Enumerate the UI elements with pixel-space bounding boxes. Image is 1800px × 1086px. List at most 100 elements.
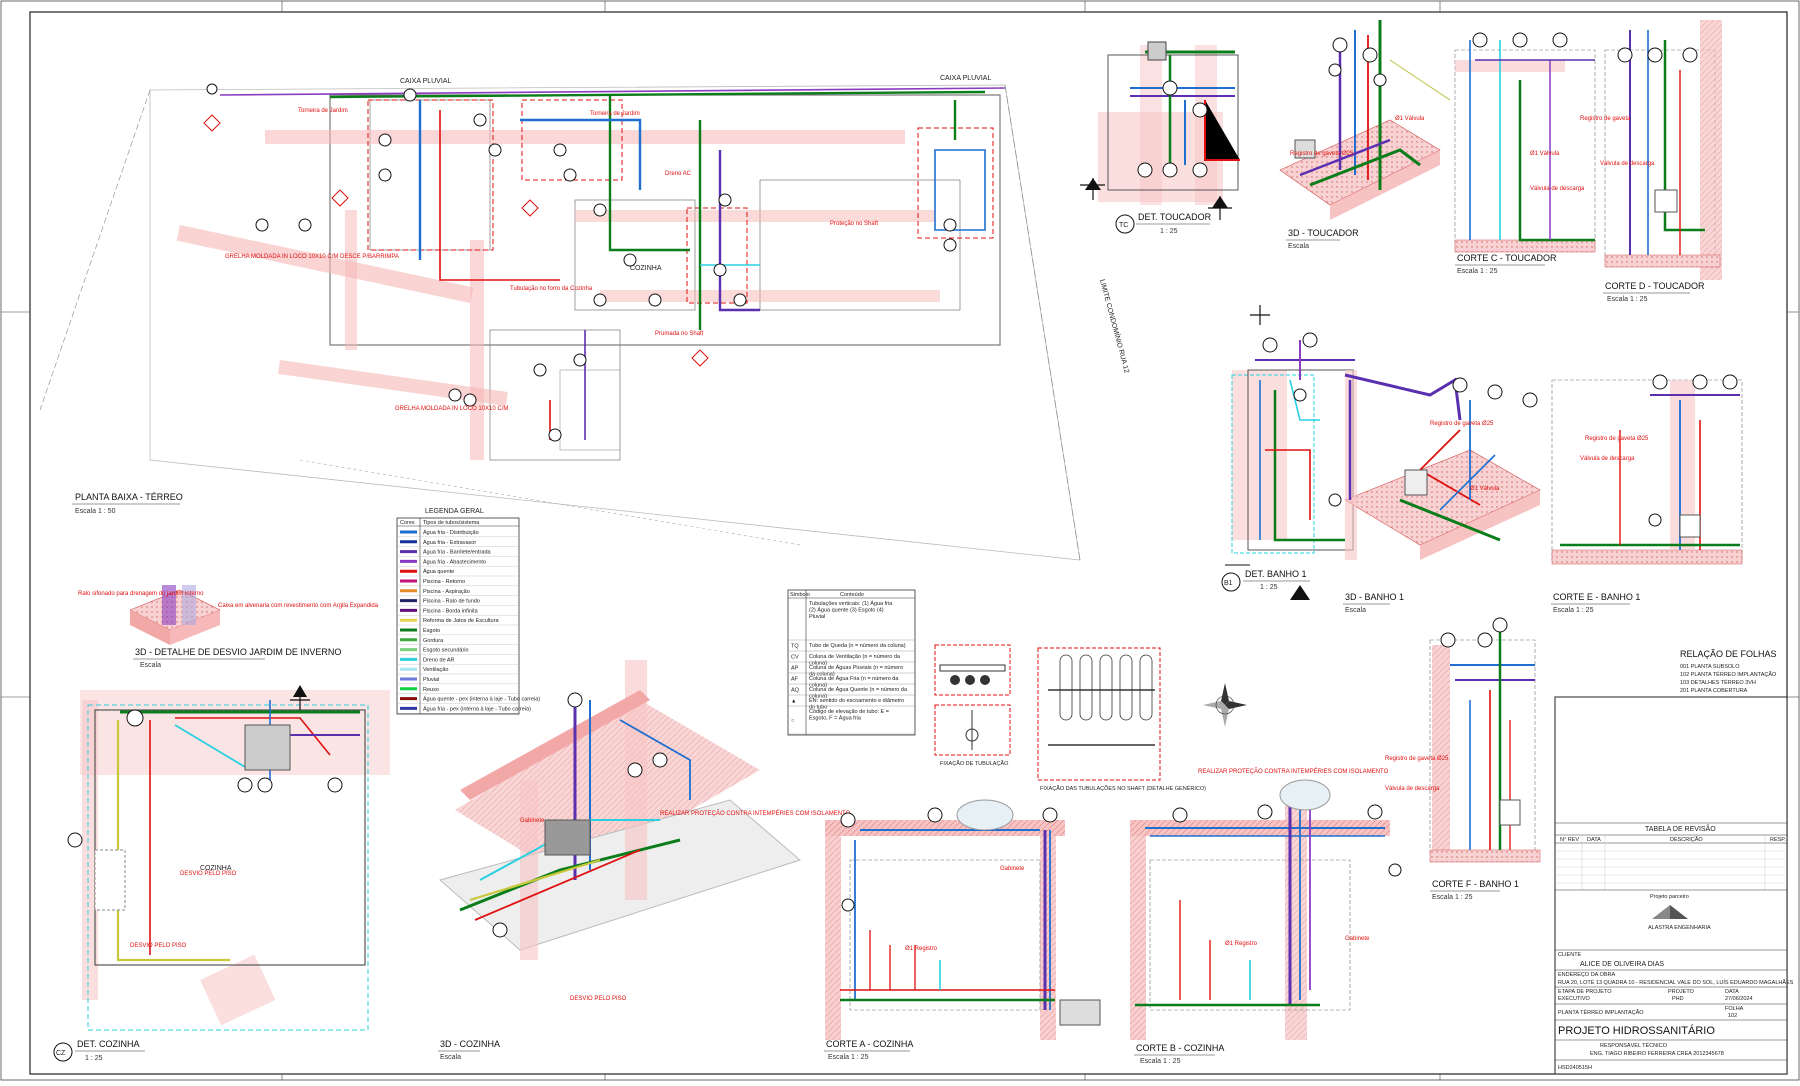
symbol-code: TQ	[791, 644, 799, 650]
legend-row-label: Ventilação	[423, 667, 448, 673]
det-toucador-tag: TC	[1119, 222, 1128, 229]
sheet-name: PLANTA TÉRREO IMPLANTAÇÃO	[1558, 1009, 1644, 1016]
svg-text:Registro de gaveta Ø25: Registro de gaveta Ø25	[1585, 436, 1649, 442]
floor-plan: Torneira de Jardim Torneira de Jardim Dr…	[39, 75, 1132, 561]
iso-toucador-scale: Escala	[1288, 243, 1309, 250]
iso-cozinha-scale: Escala	[440, 1054, 461, 1061]
det-cozinha-title: DET. COZINHA	[77, 1039, 140, 1049]
author-label: RESPONSÁVEL TÉCNICO	[1600, 1042, 1668, 1049]
legend-title: LEGENDA GERAL	[425, 508, 484, 515]
det-toucador-scale: 1 : 25	[1160, 228, 1178, 235]
legend-row-label: Dreno de AR	[423, 657, 455, 663]
symbol-description: Esgoto, F = Água fria	[809, 715, 862, 722]
note-shaft: FIXAÇÃO DAS TUBULAÇÕES NO SHAFT (DETALHE…	[1040, 785, 1206, 792]
iso-toucador: Registro de gaveta Ø25 Ø1 Válvula 3D - T…	[1279, 20, 1451, 250]
symbol-code: ▲	[791, 699, 796, 705]
symbol-description: da coluna)	[809, 672, 835, 678]
svg-text:DESVIO PELO PISO: DESVIO PELO PISO	[130, 943, 187, 949]
plan-label-grelha2: GRELHA MOLDADA IN LOCO 10X10 C/M	[395, 406, 508, 412]
plan-label-caixa1: CAIXA PLUVIAL	[400, 78, 451, 85]
legend-row-label: Água fria - Barrilete/entrada	[423, 549, 492, 556]
sheet-list-item-3: 201 PLANTA COBERTURA	[1680, 688, 1748, 694]
svg-text:Válvula de descarga: Válvula de descarga	[1385, 786, 1440, 792]
plan-label-prumada: Prumada no Shaft	[655, 331, 704, 337]
plan-label-limite: LIMITE CONDOMÍNIO RUA 12	[1098, 278, 1132, 374]
corte-c-title: CORTE C - TOUCADOR	[1457, 253, 1557, 263]
symbol-header-text: Conteúdo	[840, 592, 864, 598]
legend-row-label: Água fria - Extravasor	[423, 539, 476, 546]
fixation-details: FIXAÇÃO DE TUBULAÇÃO FIXAÇÃO DAS TUBULAÇ…	[934, 644, 1206, 792]
symbol-description: Tubo de Queda (n = número da coluna)	[809, 643, 906, 649]
company-label: Projeto parceiro	[1650, 894, 1689, 900]
symbol-rows: Tubulações verticais: (1) Água fria(2) Á…	[788, 600, 915, 735]
svg-text:Registro de gaveta Ø25: Registro de gaveta Ø25	[1385, 756, 1449, 762]
iso-jardim-scale: Escala	[140, 662, 161, 669]
svg-text:Ø1 Registro: Ø1 Registro	[1225, 941, 1258, 947]
corte-a-scale: Escala 1 : 25	[828, 1054, 869, 1061]
svg-text:Registro de gaveta Ø25: Registro de gaveta Ø25	[1430, 421, 1494, 427]
legend-row-label: Água fria - Distribuição	[423, 529, 479, 536]
project-code: PHD	[1672, 996, 1684, 1002]
svg-text:Válvula de descarga: Válvula de descarga	[1600, 161, 1655, 167]
phase-value: EXECUTIVO	[1558, 996, 1591, 1002]
svg-text:Válvula de descarga: Válvula de descarga	[1530, 186, 1585, 192]
det-banho1-tag: B1	[1224, 580, 1233, 587]
legend-row-label: Água fria - Abastecimento	[423, 558, 486, 565]
date-label: DATA	[1725, 989, 1739, 995]
symbol-description: Coluna de Água Fria (n = número da	[809, 675, 899, 682]
sheet-list-title: RELAÇÃO DE FOLHAS	[1680, 649, 1777, 659]
client-name: ALICE DE OLIVEIRA DIAS	[1580, 961, 1664, 968]
iso-toucador-title: 3D - TOUCADOR	[1288, 228, 1359, 238]
symbol-code: AF	[791, 677, 799, 683]
legend-header-color: Cores	[400, 520, 415, 526]
sheet-number: 102	[1728, 1013, 1737, 1019]
symbol-description: EN: sentido do escoamento e diâmetro	[809, 698, 904, 704]
company-logo-icon	[1652, 905, 1688, 919]
svg-text:Registro de gaveta: Registro de gaveta	[1580, 116, 1631, 122]
legend-row-label: Piscina - Borda infinita	[423, 608, 479, 614]
symbol-description: Coluna de Ventilação (n = número da	[809, 654, 901, 660]
symbol-description: coluna)	[809, 661, 827, 667]
rev-header-0: N° REV	[1560, 837, 1579, 843]
iso-cozinha-title: 3D - COZINHA	[440, 1039, 500, 1049]
corte-b-scale: Escala 1 : 25	[1140, 1058, 1181, 1065]
svg-text:Ø1 Válvula: Ø1 Válvula	[1530, 151, 1560, 157]
symbol-description: coluna)	[809, 683, 827, 689]
project-subject: PROJETO HIDROSSANITÁRIO	[1558, 1024, 1715, 1037]
plan-label-tubulacao: Tubulação no forro da Cozinha	[510, 286, 593, 292]
company-name: ALASTRA ENGENHARIA	[1648, 925, 1711, 931]
symbol-table: Simbolo Conteúdo Tubulações verticais: (…	[787, 589, 916, 736]
det-cozinha-tag: CZ	[56, 1050, 66, 1057]
symbol-description: do tubo	[809, 705, 827, 711]
phase-label: ETAPA DE PROJETO	[1558, 989, 1612, 995]
corte-e-title: CORTE E - BANHO 1	[1553, 592, 1640, 602]
det-toucador: TC DET. TOUCADOR 1 : 25	[1080, 41, 1240, 235]
det-banho1-scale: 1 : 25	[1260, 584, 1278, 591]
symbol-description: Tubulações verticais: (1) Água fria	[809, 600, 893, 607]
sheet-list-item-0: 001 PLANTA SUBSOLO	[1680, 664, 1740, 670]
legend-header-type: Tipos de tubos/sistema	[423, 520, 480, 526]
note-desvio2: DESVIO PELO PISO	[570, 996, 627, 1002]
svg-text:Gabinete: Gabinete	[1345, 936, 1370, 942]
legend-row-label: Água fria - pex (interna à laje - Tubo c…	[423, 705, 531, 712]
plan-label-cozinha: COZINHA	[630, 265, 662, 272]
symbol-description: (2) Água quente (3) Esgoto (4)	[809, 607, 884, 614]
svg-text:Proteção no Shaft: Proteção no Shaft	[830, 221, 878, 227]
legend-row-label: Piscina - Aspiração	[423, 589, 470, 595]
file-code: HSD240515H	[1558, 1065, 1592, 1071]
svg-text:Ø1 Válvula: Ø1 Válvula	[1470, 486, 1500, 492]
corte-e-scale: Escala 1 : 25	[1553, 607, 1594, 614]
iso-jardim-title: 3D - DETALHE DE DESVIO JARDIM DE INVERNO	[135, 647, 341, 657]
legend-row-label: Gordura	[423, 638, 444, 644]
address-label: ENDEREÇO DA OBRA	[1558, 972, 1615, 978]
corte-f-title: CORTE F - BANHO 1	[1432, 879, 1519, 889]
note-fixacao: FIXAÇÃO DE TUBULAÇÃO	[940, 760, 1009, 767]
cortes-toucador: Ø1 Válvula Válvula de descarga CORTE C -…	[1454, 20, 1722, 303]
legend-table: LEGENDA GERAL Cores Tipos de tubos/siste…	[396, 508, 540, 715]
legend-row-label: Reuso	[423, 687, 439, 693]
det-cozinha-scale: 1 : 25	[85, 1055, 103, 1062]
svg-text:Gabinete: Gabinete	[1000, 866, 1025, 872]
symbol-code: CV	[791, 655, 799, 661]
